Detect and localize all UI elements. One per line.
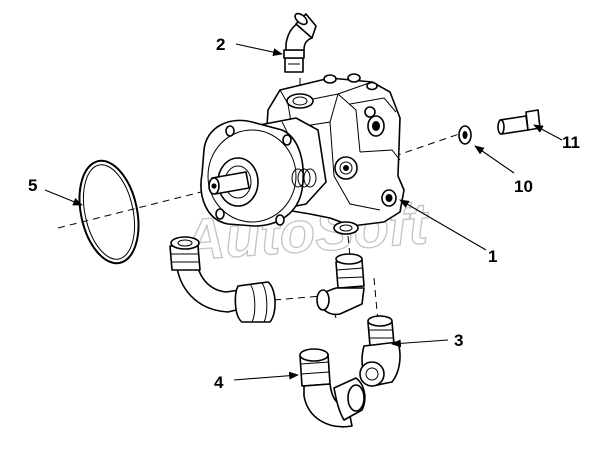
callout-label-10: 10 [514,177,533,196]
callout-label-3: 3 [454,331,463,350]
elbow-lower-left-part [299,348,366,428]
o-ring-part [78,159,140,265]
callout-label-1: 1 [488,247,497,266]
callout-label-4: 4 [214,373,224,392]
callout-label-2: 2 [216,35,225,54]
elbow-top-part [283,12,317,73]
bolt-part [497,109,541,135]
callout-label-11: 11 [562,133,580,152]
elbow-lower-right-part [359,315,401,387]
washer-part [458,125,472,145]
hose-assembly-part [169,236,276,323]
leader-lines [44,43,563,381]
callout-label-5: 5 [28,176,37,195]
pump-part [200,73,405,235]
middle-elbow-part [316,253,365,316]
